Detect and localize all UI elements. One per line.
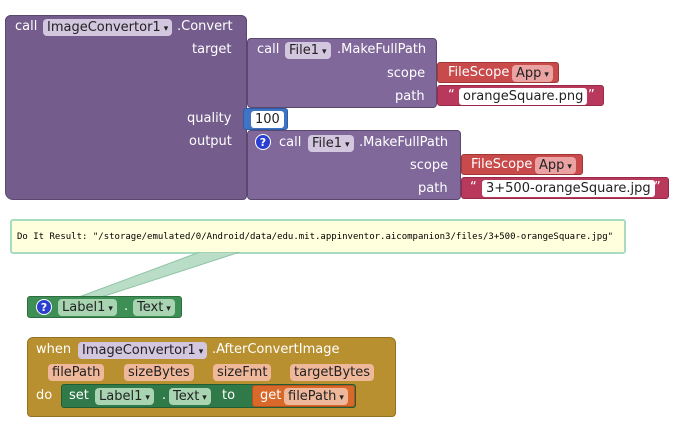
output-method-name: .MakeFullPath [359, 135, 449, 150]
target-method-name: .MakeFullPath [337, 42, 427, 57]
output-component-name: File1 [312, 136, 343, 151]
quality-number-field[interactable]: 100 [251, 111, 284, 128]
target-component-name: File1 [289, 43, 320, 58]
output-filescope-text: FileScope [471, 157, 533, 172]
quality-label: quality [187, 111, 232, 126]
convert-component-name: ImageConvertor1 [47, 20, 161, 35]
do-it-result-text: Do It Result: "/storage/emulated/0/Andro… [17, 232, 614, 242]
event-do-label: do [36, 388, 53, 403]
event-when-keyword: when [36, 342, 72, 357]
help-icon[interactable]: ? [255, 134, 271, 150]
set-component-dropdown[interactable]: Label1▾ [95, 388, 154, 405]
help-icon[interactable]: ? [36, 299, 52, 315]
set-property-name: Text [173, 389, 200, 404]
param-targetbytes[interactable]: targetBytes [290, 364, 375, 381]
output-scope-option: App [539, 158, 565, 173]
output-label: output [189, 134, 232, 149]
chevron-down-icon: ▾ [108, 304, 113, 314]
target-scope-dropdown[interactable]: App▾ [512, 65, 553, 82]
target-filescope-text: FileScope [448, 65, 510, 80]
chevron-down-icon: ▾ [198, 347, 204, 357]
chevron-down-icon: ▾ [345, 140, 350, 150]
label-getter-dot: . [124, 299, 129, 314]
target-component-dropdown[interactable]: File1▾ [285, 42, 331, 59]
target-close-quote: ” [588, 88, 595, 103]
output-scope-label: scope [410, 158, 449, 173]
target-call-keyword: call [257, 42, 280, 57]
target-path-label: path [395, 89, 425, 104]
param-sizefmt[interactable]: sizeFmt [213, 364, 272, 381]
chevron-down-icon: ▾ [163, 24, 169, 34]
event-component-name: ImageConvertor1 [82, 343, 196, 358]
get-variable-dropdown[interactable]: filePath▾ [284, 388, 348, 405]
do-it-result-bubble: Do It Result: "/storage/emulated/0/Andro… [10, 219, 626, 254]
output-close-quote: ” [654, 180, 661, 195]
output-makefullpath-block[interactable] [247, 130, 461, 200]
chevron-down-icon: ▾ [322, 47, 327, 57]
param-filepath[interactable]: filePath [48, 364, 105, 381]
set-component-name: Label1 [99, 389, 143, 404]
chevron-down-icon: ▾ [567, 162, 572, 172]
label-getter-component-dropdown[interactable]: Label1▾ [58, 299, 117, 316]
chevron-down-icon: ▾ [166, 304, 171, 314]
label-getter-property-dropdown[interactable]: Text▾ [133, 299, 175, 316]
chevron-down-icon: ▾ [544, 70, 549, 80]
target-label: target [192, 42, 232, 57]
chevron-down-icon: ▾ [339, 393, 344, 403]
event-name: .AfterConvertImage [212, 342, 340, 357]
target-open-quote: “ [448, 88, 455, 103]
convert-component-dropdown[interactable]: ImageConvertor1▾ [43, 19, 173, 36]
label-getter-component-name: Label1 [62, 300, 106, 315]
convert-call-block[interactable] [5, 15, 247, 200]
target-scope-option: App [516, 66, 542, 81]
param-sizebytes[interactable]: sizeBytes [124, 364, 194, 381]
target-makefullpath-block[interactable] [247, 38, 437, 108]
target-path-field[interactable]: orangeSquare.png [459, 88, 588, 105]
output-scope-dropdown[interactable]: App▾ [535, 157, 576, 174]
set-property-dropdown[interactable]: Text▾ [169, 388, 211, 405]
set-dot: . [162, 388, 167, 403]
get-variable-name: filePath [288, 389, 337, 404]
output-path-label: path [418, 181, 448, 196]
output-call-keyword: call [279, 135, 302, 150]
label-getter-property-name: Text [137, 300, 164, 315]
output-path-field[interactable]: 3+500-orangeSquare.jpg [482, 180, 655, 197]
chevron-down-icon: ▾ [145, 393, 150, 403]
set-keyword: set [69, 388, 89, 403]
get-keyword: get [260, 388, 282, 403]
convert-call-keyword: call [15, 19, 38, 34]
set-to-keyword: to [222, 388, 236, 403]
target-scope-label: scope [387, 66, 426, 81]
chevron-down-icon: ▾ [202, 393, 207, 403]
convert-method-name: .Convert [177, 19, 233, 34]
output-component-dropdown[interactable]: File1▾ [308, 135, 354, 152]
event-component-dropdown[interactable]: ImageConvertor1▾ [78, 342, 208, 359]
output-open-quote: “ [470, 180, 477, 195]
